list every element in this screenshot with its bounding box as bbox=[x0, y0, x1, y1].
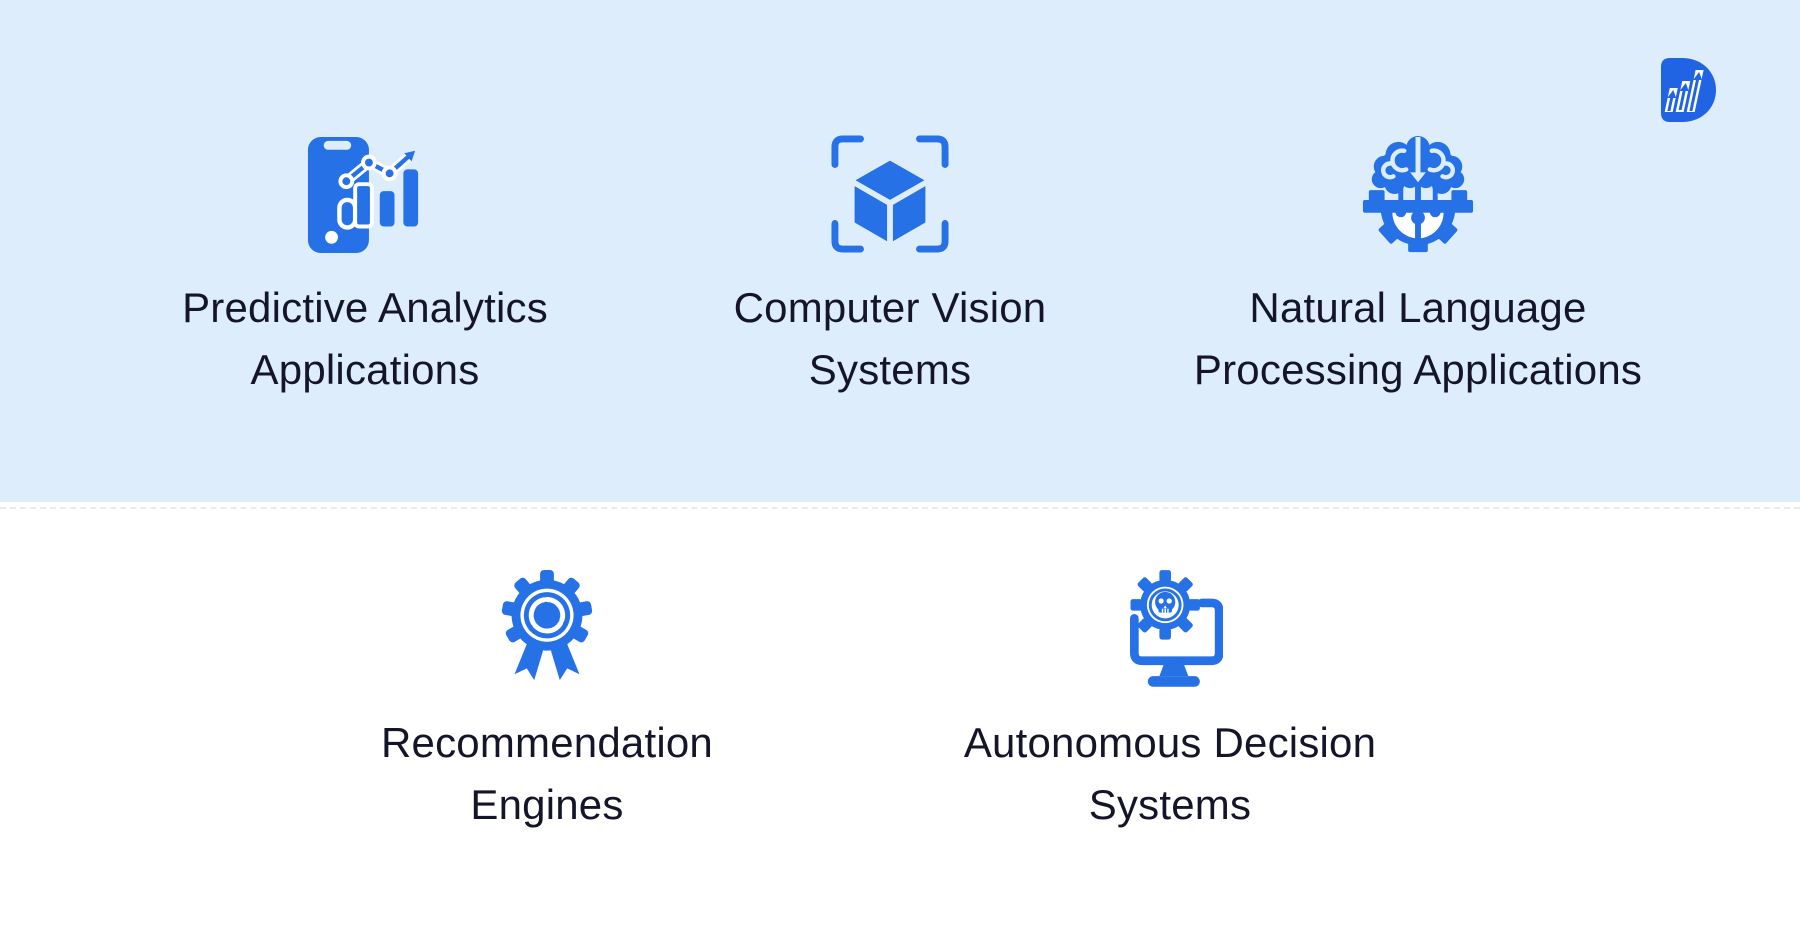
card-recommendation-engines: Recommendation Engines bbox=[267, 568, 827, 836]
label-line: Systems bbox=[808, 346, 972, 393]
label-line: Predictive Analytics bbox=[182, 284, 548, 331]
label-autonomous-decision: Autonomous Decision Systems bbox=[964, 712, 1376, 836]
label-line: Processing Applications bbox=[1193, 346, 1643, 393]
bottom-section: Recommendation Engines bbox=[0, 502, 1800, 941]
d-bars-logo-icon bbox=[1655, 54, 1721, 126]
brain-gear-icon bbox=[1359, 135, 1477, 255]
card-computer-vision: Computer Vision Systems bbox=[610, 135, 1170, 401]
gear-ribbon-award-icon bbox=[497, 568, 597, 690]
card-autonomous-decision: Autonomous Decision Systems bbox=[890, 568, 1450, 836]
monitor-gear-skull-icon bbox=[1117, 568, 1223, 690]
cube-scan-icon bbox=[831, 135, 949, 255]
label-nlp: Natural Language Processing Applications bbox=[1194, 277, 1642, 401]
label-line: Computer Vision bbox=[733, 284, 1047, 331]
label-line: Applications bbox=[250, 346, 480, 393]
label-line: Autonomous Decision bbox=[963, 719, 1377, 766]
label-line: Recommendation bbox=[381, 719, 713, 766]
label-predictive-analytics: Predictive Analytics Applications bbox=[182, 277, 548, 401]
label-computer-vision: Computer Vision Systems bbox=[734, 277, 1047, 401]
label-line: Systems bbox=[1088, 781, 1252, 828]
label-recommendation-engines: Recommendation Engines bbox=[381, 712, 713, 836]
card-nlp: Natural Language Processing Applications bbox=[1138, 135, 1698, 401]
label-line: Natural Language bbox=[1249, 284, 1587, 331]
top-section: Predictive Analytics Applications bbox=[0, 0, 1800, 502]
label-line: Engines bbox=[470, 781, 624, 828]
card-predictive-analytics: Predictive Analytics Applications bbox=[85, 135, 645, 401]
smartphone-analytics-icon bbox=[305, 135, 425, 255]
